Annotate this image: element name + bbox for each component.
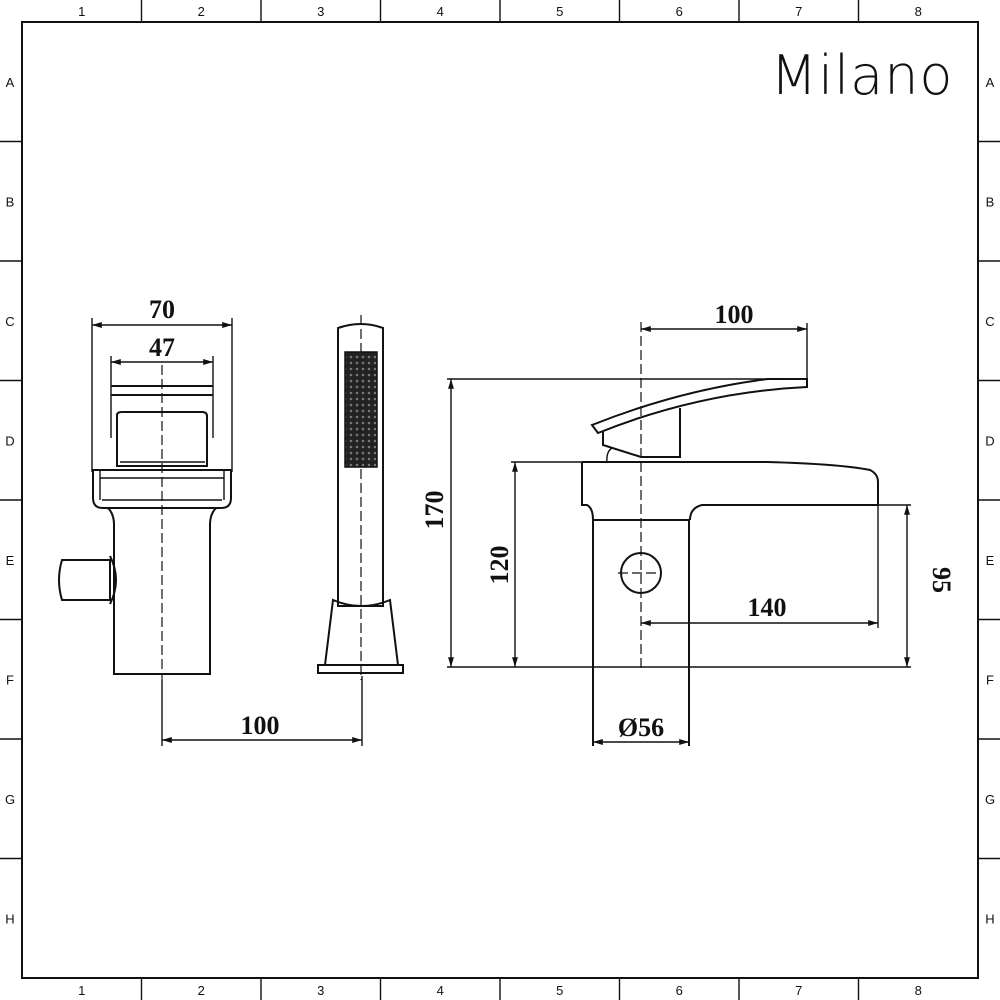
grid-column-label: 4 [437,983,444,998]
grid-column-label: 2 [198,4,205,19]
grid-row-label: F [6,672,14,687]
grid-column-label: 2 [198,983,205,998]
grid-row-label: D [5,433,14,448]
grid-column-label: 7 [795,4,802,19]
dim-spout-reach: 140 [748,593,787,622]
milano-logo: Milano [771,44,954,107]
shower-handset [317,315,404,680]
grid-row-label: C [5,314,14,329]
grid-column-label: 6 [676,4,683,19]
grid-row-label: H [5,911,14,926]
grid-column-label: 8 [915,4,922,19]
grid-row-label: C [985,314,994,329]
dim-lever-reach: 100 [715,300,754,329]
dim-front-width: 70 [149,295,175,324]
grid-column-label: 7 [795,983,802,998]
grid-column-label: 6 [676,983,683,998]
mixer-side-view [447,322,911,746]
grid-row-label: F [986,672,994,687]
grid-row-label: G [5,792,15,807]
grid-column-label: 3 [317,4,324,19]
grid-row-label: A [6,75,15,90]
dim-total-height: 170 [420,491,449,530]
mixer-front-view [58,318,363,746]
grid-row-label: G [985,792,995,807]
dim-handset-spacing: 100 [241,711,280,740]
grid-row-label: A [986,75,995,90]
grid-column-label: 8 [915,983,922,998]
grid-column-label: 3 [317,983,324,998]
grid-column-label: 5 [556,983,563,998]
grid-row-label: E [986,553,995,568]
grid-column-label: 5 [556,4,563,19]
dim-spout-height: 120 [485,546,514,585]
spray-face [344,351,378,468]
grid-column-label: 4 [437,4,444,19]
dim-spout-underside: 95 [927,567,956,593]
grid-row-label: B [986,194,995,209]
grid-row-label: E [6,553,15,568]
dim-body-diameter: Ø56 [618,713,664,742]
grid-column-label: 1 [78,4,85,19]
grid-column-label: 1 [78,983,85,998]
grid-row-label: B [6,194,15,209]
dim-handle-width: 47 [149,333,175,362]
grid-row-label: D [985,433,994,448]
grid-row-label: H [985,911,994,926]
